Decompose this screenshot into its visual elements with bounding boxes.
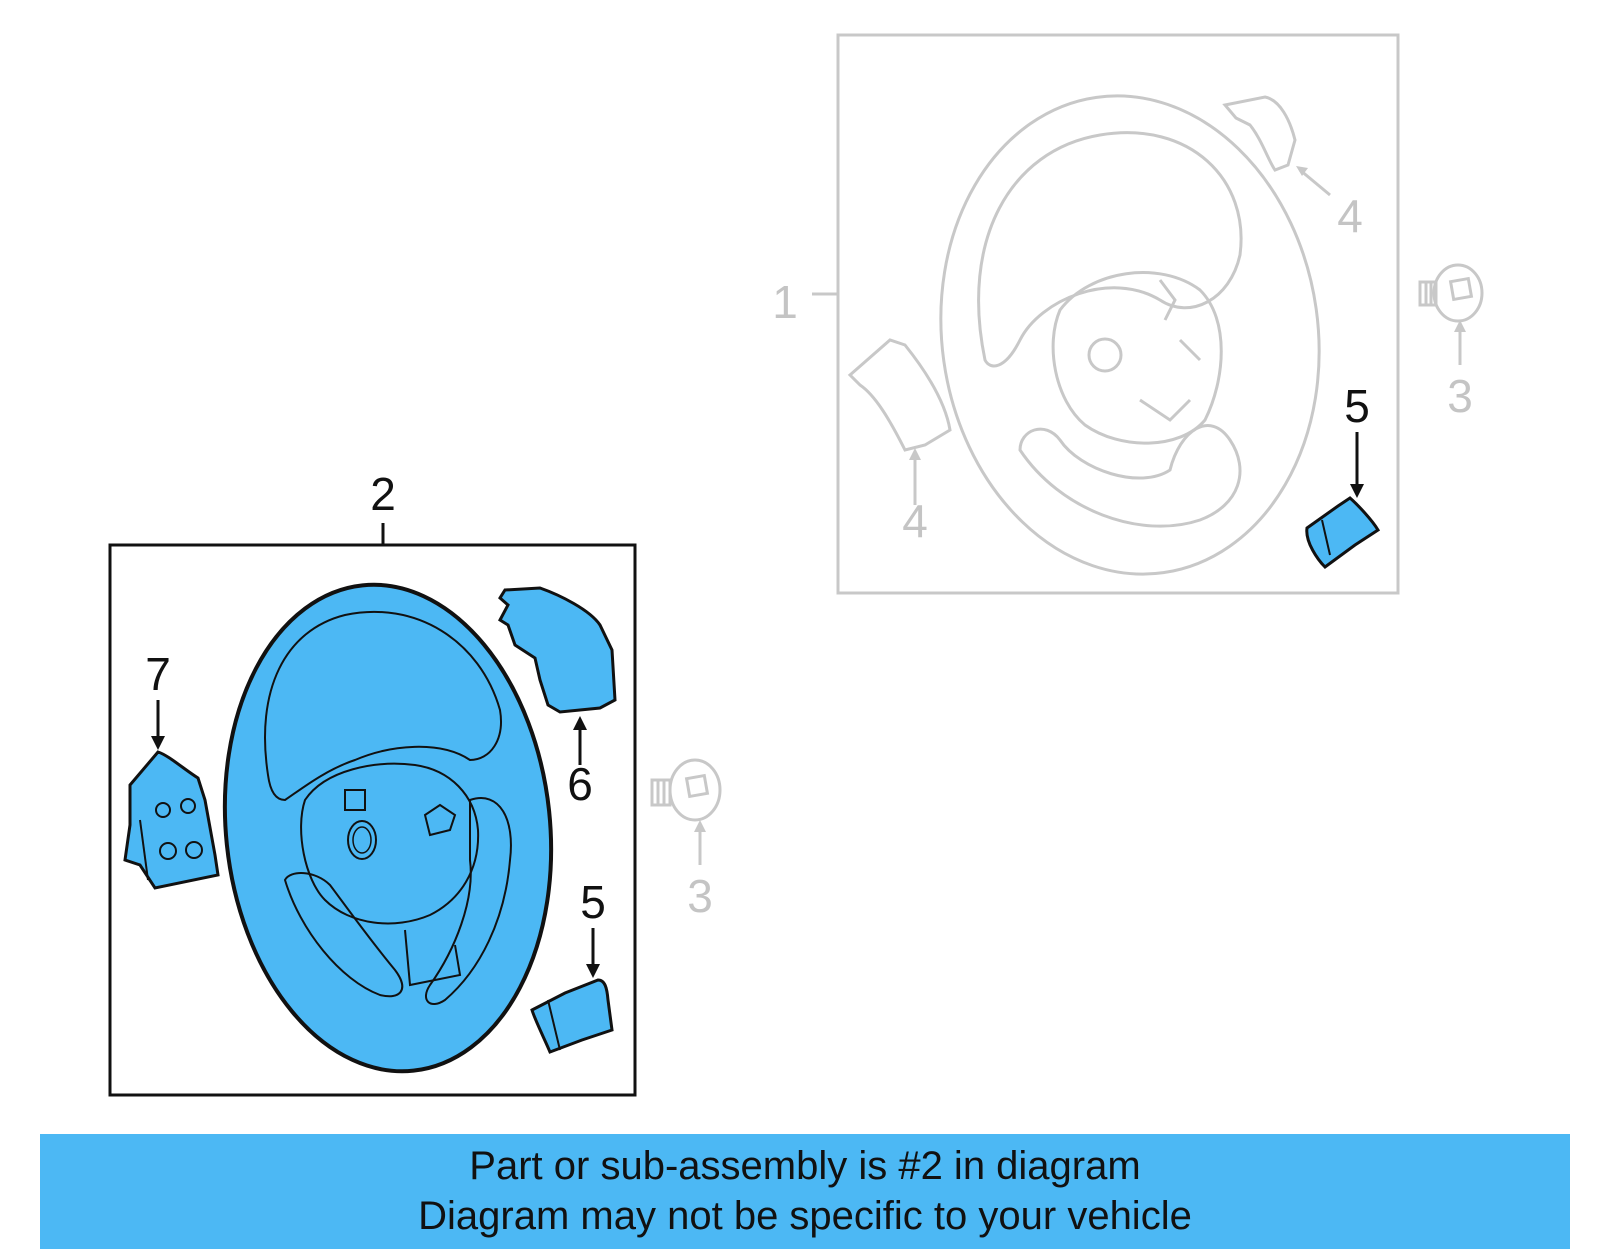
faded-cover-left [847, 338, 952, 452]
banner-line-1: Part or sub-assembly is #2 in diagram [469, 1144, 1141, 1188]
hub-ring [347, 820, 377, 860]
callout-2: 2 [370, 468, 396, 520]
faded-arrowheads [694, 166, 1466, 832]
info-banner: Part or sub-assembly is #2 in diagram Di… [40, 1134, 1570, 1249]
leader-line-4-top [1299, 168, 1331, 197]
switch-panel-7 [123, 750, 220, 890]
wheel-inner-lower [283, 872, 404, 998]
callout-3-right: 3 [1447, 370, 1473, 422]
hub-detail [423, 803, 457, 837]
arrowhead-6 [573, 716, 587, 730]
callout-3-left: 3 [687, 870, 713, 922]
ref-trim-5 [1305, 496, 1381, 569]
trim-5-main [530, 978, 614, 1054]
switch-cover-6 [498, 586, 617, 714]
callout-1: 1 [772, 276, 798, 328]
faded-hub-detail [1139, 279, 1202, 422]
steering-wheel [222, 582, 554, 1074]
switch-button-2 [180, 798, 196, 814]
callout-6: 6 [567, 758, 593, 810]
callout-5-main: 5 [580, 876, 606, 928]
wheel-hub [300, 762, 480, 925]
callout-7: 7 [145, 648, 171, 700]
hub-ring-inner [352, 826, 372, 854]
faded-steering-wheel-rim [939, 94, 1321, 576]
wheel-hub-lower [404, 929, 462, 987]
arrowhead-5-ref [1350, 484, 1364, 498]
callout-4-top: 4 [1337, 190, 1363, 242]
faded-wheel-inner-upper [977, 131, 1243, 368]
switch-button-4 [185, 841, 203, 859]
wheel-inner-upper [264, 610, 502, 802]
faded-bolt-right [1418, 263, 1484, 323]
faded-cover-top [1222, 95, 1297, 172]
faded-wheel-inner-lower [1018, 424, 1242, 528]
faded-hub-ring [1087, 337, 1123, 373]
faded-wheel-hub [1051, 271, 1223, 445]
faded-bolt-left [650, 758, 722, 822]
switch-button-1 [155, 802, 171, 818]
switch-button-3 [159, 842, 177, 860]
arrowhead-7 [151, 736, 165, 750]
hub-switch [344, 789, 366, 811]
wheel-inner-right [425, 797, 512, 1005]
callout-4-left: 4 [902, 495, 928, 547]
reference-assembly-frame [836, 33, 1400, 595]
main-assembly-frame [108, 543, 637, 1097]
reference-assembly [650, 33, 1484, 865]
arrowhead-5-main [586, 964, 600, 978]
banner-line-2: Diagram may not be specific to your vehi… [418, 1194, 1192, 1238]
callout-5-ref: 5 [1344, 380, 1370, 432]
